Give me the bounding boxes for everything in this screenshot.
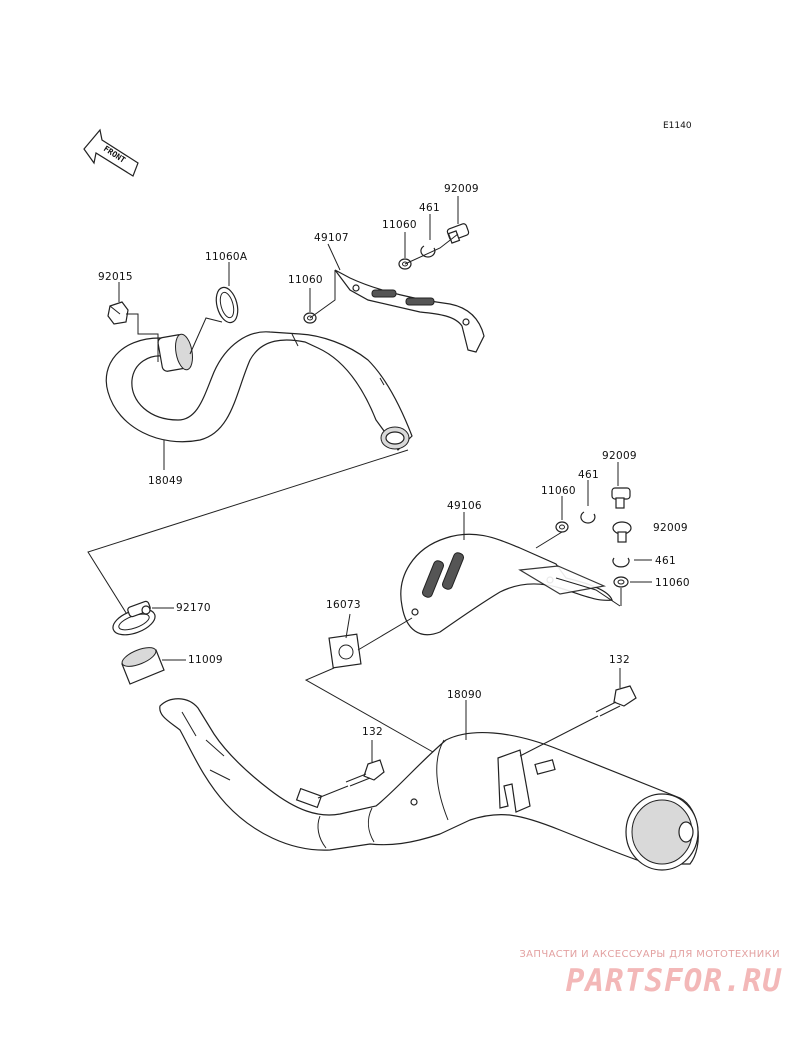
label-11060A: 11060A (205, 251, 248, 263)
muffler-18090 (159, 698, 699, 871)
label-132-right: 132 (609, 654, 630, 666)
label-11060-lower-a: 11060 (541, 485, 576, 497)
label-132-left: 132 (362, 726, 383, 738)
gasket-11060A (215, 286, 239, 324)
label-92170: 92170 (176, 602, 211, 614)
spring-washer-461-lower-b (612, 557, 630, 568)
heat-guard-49106 (400, 533, 613, 636)
label-461-lower-b: 461 (655, 555, 676, 567)
label-461-lower-a: 461 (578, 469, 599, 481)
bolt-92009-lower-a (611, 487, 631, 509)
washer-11060-lower-a (555, 521, 569, 533)
label-11060-upper-left: 11060 (288, 274, 323, 286)
label-92009-upper: 92009 (444, 183, 479, 195)
header-flange (157, 333, 193, 372)
watermark-logo: PARTSFOR.RU (565, 963, 782, 999)
label-11060-upper-right: 11060 (382, 219, 417, 231)
front-arrow-icon: FRONT (83, 128, 139, 177)
heat-guard-49107 (334, 269, 485, 353)
label-92009-lower-a: 92009 (602, 450, 637, 462)
bolt-132-left (345, 759, 385, 787)
clamp-92170 (112, 600, 156, 636)
spring-washer-461-upper (420, 245, 436, 258)
label-11060-lower-b: 11060 (655, 577, 690, 589)
watermark-tagline: ЗАПЧАСТИ И АКСЕССУАРЫ ДЛЯ МОТОТЕХНИКИ (519, 949, 780, 960)
label-92009-lower-b: 92009 (653, 522, 688, 534)
bolt-92009-lower-b (612, 521, 632, 543)
gasket-16073 (328, 633, 362, 669)
label-16073: 16073 (326, 599, 361, 611)
label-92015: 92015 (98, 271, 133, 283)
label-461-upper: 461 (419, 202, 440, 214)
header-pipe-18049 (105, 331, 413, 451)
washer-11060-lower-b (613, 576, 629, 588)
label-11009: 11009 (188, 654, 223, 666)
nut-92015 (107, 301, 129, 325)
spring-washer-461-lower-a (580, 511, 596, 524)
label-18090: 18090 (447, 689, 482, 701)
sleeve-11009 (121, 647, 165, 685)
label-49107: 49107 (314, 232, 349, 244)
label-49106: 49106 (447, 500, 482, 512)
diagram-code: E1140 (663, 121, 692, 131)
bolt-132-right (595, 685, 637, 717)
label-18049: 18049 (148, 475, 183, 487)
